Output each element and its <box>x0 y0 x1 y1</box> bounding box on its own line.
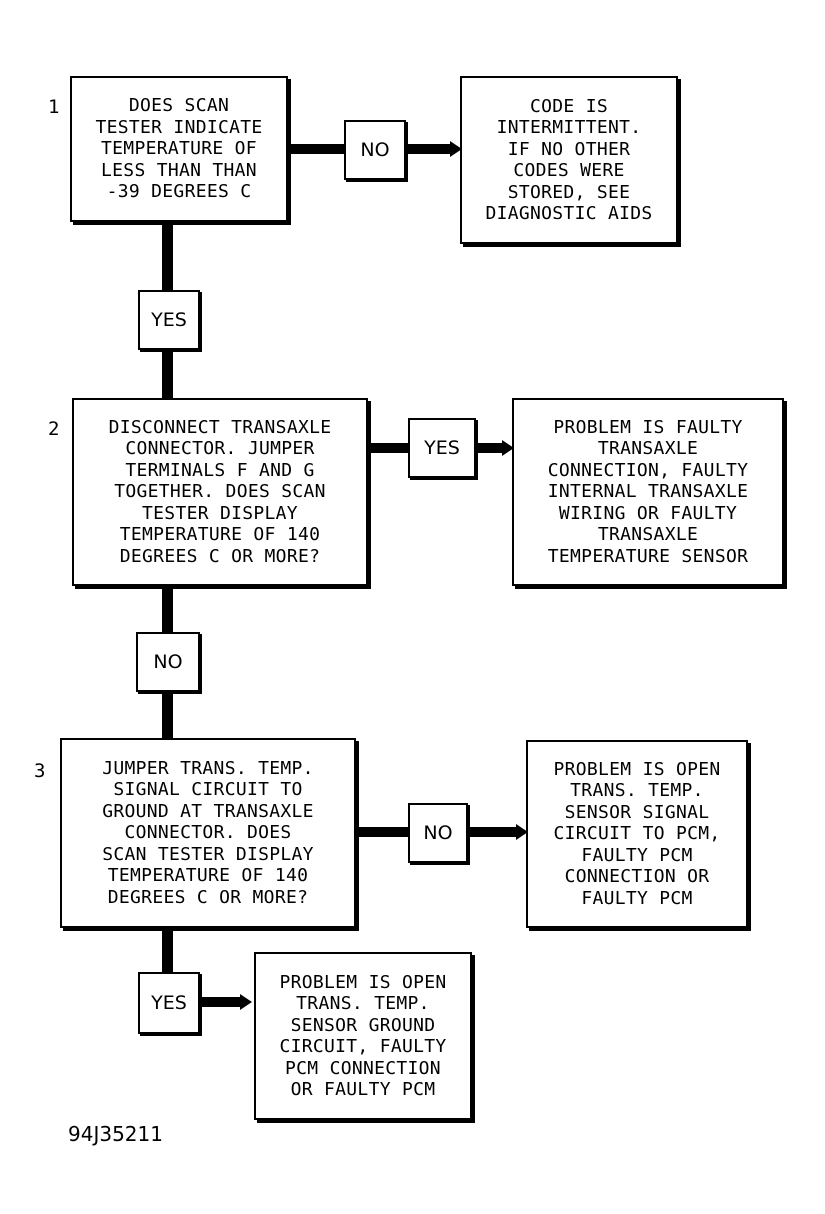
step-1-question-line: LESS THAN THAN <box>101 159 257 181</box>
step-1-result-line: INTERMITTENT. <box>496 117 642 138</box>
step-1-result-line: IF NO OTHER <box>507 138 631 160</box>
step-1-yes-label: YES <box>138 290 200 350</box>
step-1-question-line: TESTER INDICATE <box>95 116 263 138</box>
step-3-result-line: FAULTY PCM <box>581 844 693 866</box>
step-1-question-line: -39 DEGREES C <box>106 181 252 203</box>
step-3-yes-result-line: TRANS. TEMP. <box>296 993 430 1014</box>
step-3-no-arrow-shaft <box>470 827 518 837</box>
step-1-yes-connector-lower <box>162 352 173 398</box>
step-3-question-line: TEMPERATURE OF 140 <box>107 865 309 887</box>
step-3-result-line: PROBLEM IS OPEN <box>553 758 721 780</box>
step-2-result-line: CONNECTION, FAULTY <box>547 459 749 481</box>
step-3-yes-connector <box>162 930 173 974</box>
step-1-question-line: TEMPERATURE OF <box>101 138 257 160</box>
figure-id: 94J35211 <box>68 1122 163 1146</box>
step-1-yes-connector <box>162 224 173 290</box>
step-3-result-line: TRANS. TEMP. <box>570 780 704 802</box>
step-2-question-line: TOGETHER. DOES SCAN <box>114 481 326 503</box>
step-2-question-line: CONNECTOR. JUMPER <box>125 438 315 460</box>
step-1-result-line: DIAGNOSTIC AIDS <box>485 203 653 224</box>
step-3-question-line: SCAN TESTER DISPLAY <box>102 843 314 865</box>
step-3-question-line: CONNECTOR. DOES <box>124 822 292 844</box>
step-3-no-label: NO <box>408 803 468 863</box>
step-2-question-line: TERMINALS F AND G <box>125 459 315 481</box>
step-3-yes-result-line: PROBLEM IS OPEN <box>279 971 447 993</box>
step-2-no-connector-lower <box>162 694 173 738</box>
step-2-number: 2 <box>48 418 60 440</box>
step-3-number: 3 <box>34 760 46 782</box>
step-2-question-box: DISCONNECT TRANSAXLE CONNECTOR. JUMPER T… <box>72 398 368 586</box>
step-1-result-line: STORED, SEE <box>507 181 631 203</box>
step-3-yes-result-line: PCM CONNECTION <box>285 1057 441 1079</box>
step-2-result-line: TRANSAXLE <box>597 438 699 460</box>
step-1-result-line: CODE IS <box>530 95 608 117</box>
step-2-yes-arrow-shaft <box>478 443 504 453</box>
arrow-right-icon <box>240 994 252 1010</box>
step-3-result-line: CIRCUIT TO PCM, <box>553 823 721 845</box>
step-3-question-line: JUMPER TRANS. TEMP. <box>102 757 314 779</box>
step-3-yes-result-box: PROBLEM IS OPEN TRANS. TEMP. SENSOR GROU… <box>254 952 472 1120</box>
step-1-result-box: CODE IS INTERMITTENT. IF NO OTHER CODES … <box>460 76 678 244</box>
step-2-no-label: NO <box>136 632 200 692</box>
step-1-no-connector <box>290 144 346 154</box>
step-3-question-line: GROUND AT TRANSAXLE <box>102 800 314 822</box>
step-3-result-line: CONNECTION OR <box>564 866 710 888</box>
step-2-result-line: TRANSAXLE <box>597 524 699 546</box>
arrow-right-icon <box>516 824 528 840</box>
step-3-result-line: SENSOR SIGNAL <box>564 801 710 823</box>
step-2-question-line: DISCONNECT TRANSAXLE <box>108 416 332 438</box>
step-3-no-connector <box>358 827 410 837</box>
step-2-result-line: PROBLEM IS FAULTY <box>553 416 743 438</box>
step-1-no-arrow-shaft <box>408 144 452 154</box>
step-3-yes-arrow-shaft <box>202 997 242 1007</box>
step-3-yes-label: YES <box>138 972 200 1034</box>
step-1-no-label: NO <box>344 120 406 180</box>
step-3-result-box: PROBLEM IS OPEN TRANS. TEMP. SENSOR SIGN… <box>526 740 748 928</box>
step-3-question-line: SIGNAL CIRCUIT TO <box>113 779 303 801</box>
step-2-yes-connector <box>370 443 410 453</box>
step-2-result-box: PROBLEM IS FAULTY TRANSAXLE CONNECTION, … <box>512 398 784 586</box>
step-3-yes-result-line: CIRCUIT, FAULTY <box>279 1036 447 1057</box>
step-2-question-line: TEMPERATURE OF 140 <box>119 524 321 546</box>
step-1-number: 1 <box>48 96 60 118</box>
step-2-question-line: TESTER DISPLAY <box>142 502 298 524</box>
step-3-yes-result-line: OR FAULTY PCM <box>290 1079 436 1100</box>
step-2-yes-label: YES <box>408 418 476 478</box>
step-1-question-box: DOES SCAN TESTER INDICATE TEMPERATURE OF… <box>70 76 288 222</box>
step-2-result-line: TEMPERATURE SENSOR <box>547 545 749 567</box>
step-1-question-line: DOES SCAN <box>128 95 230 117</box>
step-1-result-line: CODES WERE <box>513 160 625 181</box>
step-3-result-line: FAULTY PCM <box>581 887 693 909</box>
step-3-question-box: JUMPER TRANS. TEMP. SIGNAL CIRCUIT TO GR… <box>60 738 356 928</box>
arrow-right-icon <box>502 440 514 456</box>
step-2-result-line: INTERNAL TRANSAXLE <box>547 481 749 503</box>
step-2-question-line: DEGREES C OR MORE? <box>119 545 321 567</box>
step-3-yes-result-line: SENSOR GROUND <box>290 1014 436 1036</box>
step-3-question-line: DEGREES C OR MORE? <box>107 886 309 908</box>
step-2-no-connector <box>162 588 173 632</box>
step-2-result-line: WIRING OR FAULTY <box>558 502 738 524</box>
arrow-right-icon <box>450 141 462 157</box>
